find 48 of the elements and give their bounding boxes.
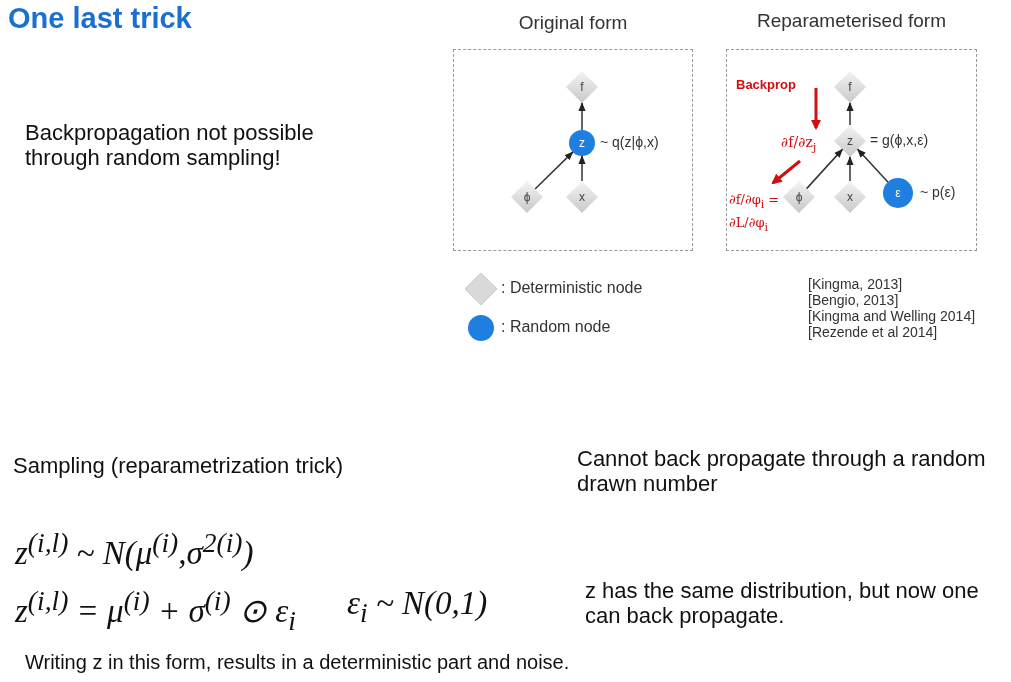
note-text: Cannot back propagate through a random drawn number [577, 446, 987, 497]
arrow [805, 148, 844, 190]
note-text: Writing z in this form, results in a deterministic part and noise. [25, 651, 570, 674]
legend-text: : Deterministic node [501, 279, 643, 298]
reference-text: [Rezende et al 2014] [808, 324, 938, 341]
diamond-node [834, 125, 866, 157]
node-label: f [847, 79, 853, 96]
diamond-node [566, 181, 598, 213]
diamond-node [834, 71, 866, 103]
node-label: x [578, 189, 586, 206]
node-label: ϕ [794, 189, 804, 206]
node-annotation: ~ q(z|ϕ,x) [600, 134, 659, 151]
node-label: ε [894, 185, 902, 202]
diamond-node [834, 181, 866, 213]
diamond-node [566, 71, 598, 103]
node-label: z [578, 135, 586, 152]
arrow [534, 151, 574, 190]
note-text: Backpropagation not possible through random sampling! [25, 120, 315, 171]
reference-text: [Kingma, 2013] [808, 276, 903, 293]
diamond-node [783, 181, 815, 213]
node-label: x [846, 189, 854, 206]
arrow [578, 102, 586, 131]
slide-title: One last trick [8, 2, 192, 36]
circle-node [883, 178, 913, 208]
arrow [578, 155, 586, 182]
circle-node [569, 130, 595, 156]
equation: z$^{(i,l)}$ = μ$^{(i)}$ + σ$^{(i)}$ ⊙ ε$_{i}$ [15, 585, 296, 637]
note-text: z has the same distribution, but now one can back propagate. [585, 578, 980, 629]
node-annotation: ~ p(ε) [920, 184, 956, 201]
panel-heading: Reparameterised form [756, 10, 947, 32]
node-label: z [846, 133, 854, 150]
legend-text: : Random node [501, 318, 611, 337]
node-label: f [579, 79, 585, 96]
arrow [846, 102, 854, 126]
node-annotation: = g(ϕ,x,ε) [870, 132, 929, 149]
arrow [846, 156, 854, 182]
node-label: ϕ [522, 189, 532, 206]
arrow [856, 148, 889, 183]
reference-text: [Bengio, 2013] [808, 292, 899, 309]
reference-text: [Kingma and Welling 2014] [808, 308, 976, 325]
gradient-label: ∂f/∂φ$_{i}$ = ∂L/∂φ$_{i}$ [729, 191, 781, 236]
gradient-label: ∂f/∂z$_{j}$ [781, 134, 817, 155]
equation: ε$_{i}$ ~ N(0,1) [347, 585, 488, 629]
backprop-label: Backprop [736, 78, 796, 93]
panel-heading: Original form [517, 12, 629, 34]
diamond-node [511, 181, 543, 213]
equation: z$^{(i,l)}$ ~ N(μ$^{(i)}$,σ$^{2(i)}$) [15, 527, 254, 573]
section-heading: Sampling (reparametrization trick) [13, 453, 344, 479]
